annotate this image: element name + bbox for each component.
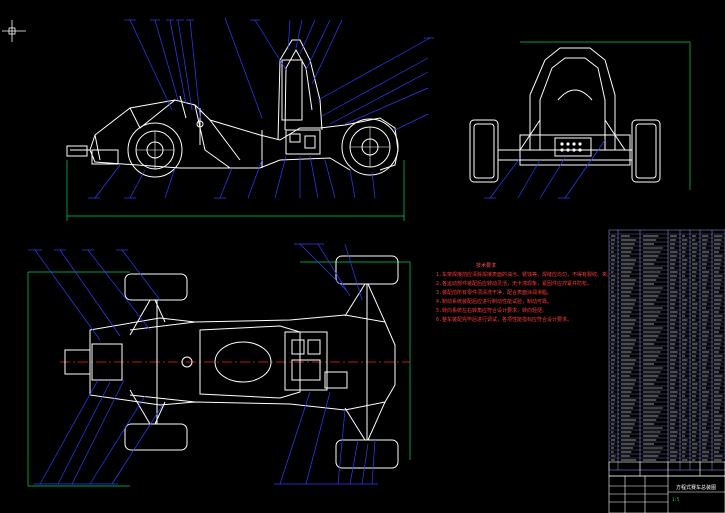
parts-list-header [608,461,725,477]
title-block [608,475,725,513]
technical-note-line: 6.整车装配完毕后进行调试，各项性能指标应符合设计要求。 [436,317,573,323]
technical-note-line: 4.制动系统装配后应进行制动性能试验，制动可靠。 [436,299,553,305]
side-view [66,17,434,221]
technical-note-line: 3.装配前所有零件须清洗干净，配合表面涂润滑脂。 [436,290,553,296]
technical-note-line: 1.车架焊接前应清除焊接表面的油污、锈蚀等，焊缝应均匀，不得有裂纹、夹渣等缺陷。 [436,272,608,278]
rear-view [469,41,691,199]
parts-list-fill [611,235,723,461]
technical-note-line: 2.各运动部件装配后应转动灵活，无卡滞现象，紧固件应拧紧并防松。 [436,281,593,287]
drawing-scale: 1:5 [672,497,680,502]
technical-note-line: 5.转向系统左右转角应符合设计要求，转向轻便。 [436,308,548,314]
parts-list-rows [609,233,725,459]
top-view [27,243,411,487]
technical-notes-heading: 技术要求 [476,263,497,269]
drawing-title: 方程式赛车总装图 [676,485,717,491]
technical-notes: 技术要求 1.车架焊接前应清除焊接表面的油污、锈蚀等，焊缝应均匀，不得有裂纹、夹… [436,262,608,325]
crosshair-cursor-icon [2,20,26,42]
